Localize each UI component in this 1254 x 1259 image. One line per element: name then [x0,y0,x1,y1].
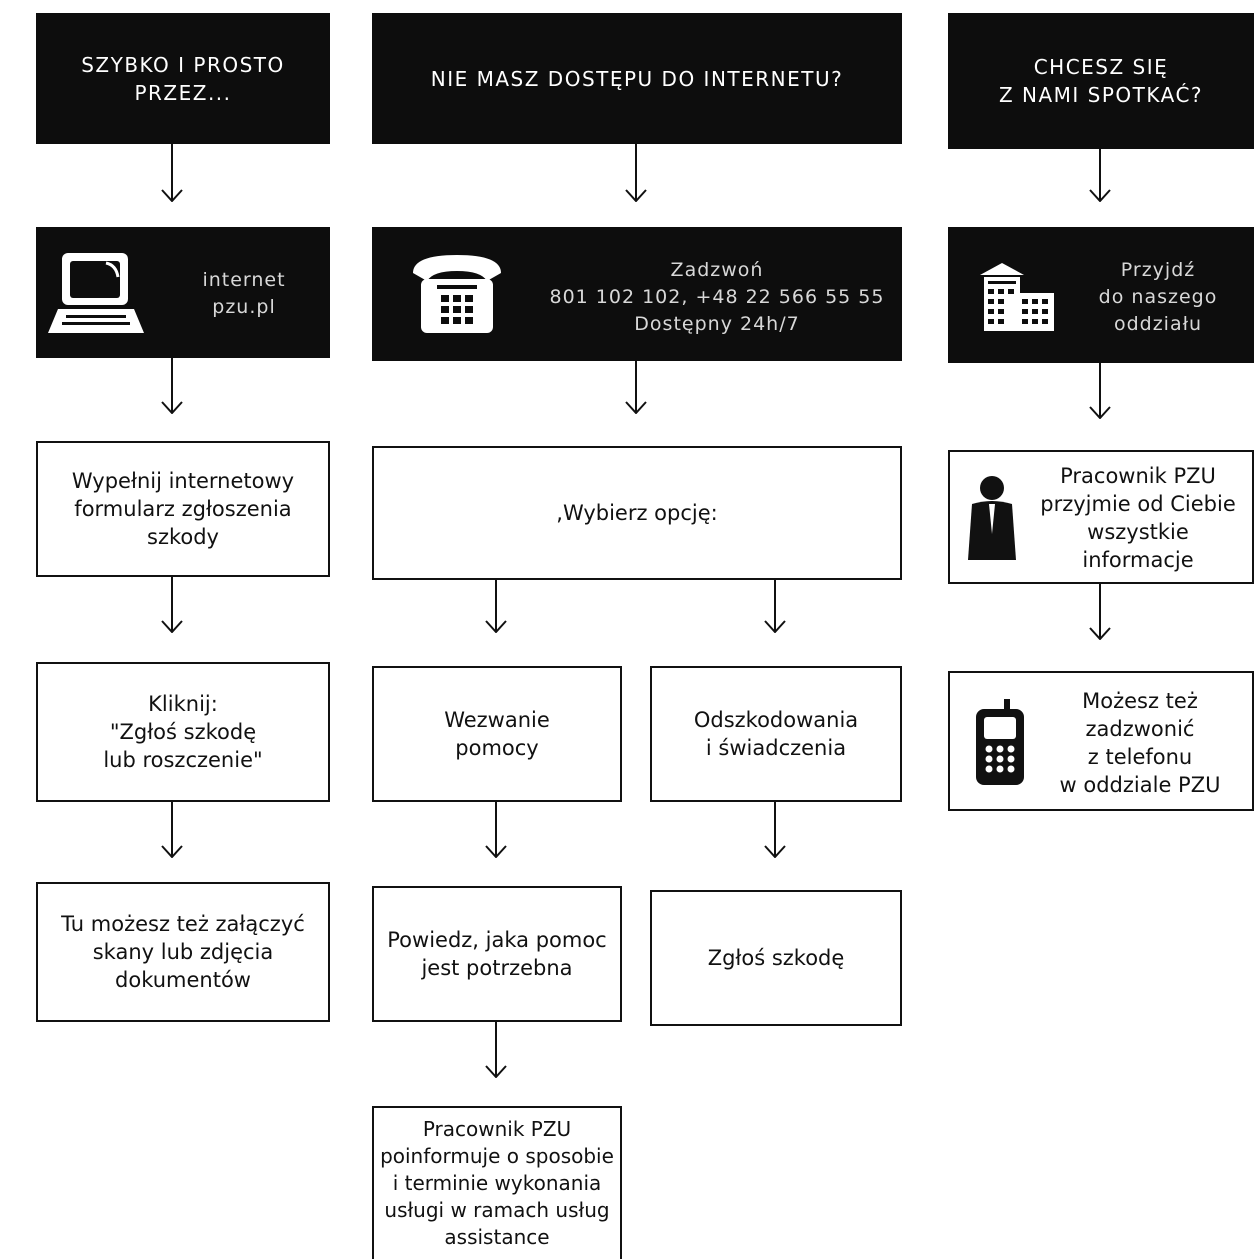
telephone-icon [413,255,501,333]
col2-channel: Zadzwoń 801 102 102, +48 22 566 55 55 Dost… [372,227,902,361]
col3-step1: Pracownik PZU przyjmie od Ciebie wszystkie… [948,450,1254,584]
col2-branch-right: Odszkodowania i świadczenia [650,666,902,802]
text-line: Tu możesz też załączyć [61,912,305,936]
text-line: Pracownik PZU [422,1117,572,1141]
arrow-down [763,802,787,858]
col3-channel: Przyjdź do naszego oddziału [948,227,1254,363]
text-line: lub roszczenie" [103,748,263,772]
col3-channel-text: Przyjdź do naszego oddziału [1088,257,1228,338]
text-line: NIE MASZ DOSTĘPU DO INTERNETU? [430,66,844,91]
arrow-down [484,580,508,633]
col2-header: NIE MASZ DOSTĘPU DO INTERNETU? [372,13,902,144]
col1-channel: internet pzu.pl [36,227,330,358]
text-line: przyjmie od Ciebie [1040,492,1236,516]
text-line: ,Wybierz opcję: [556,501,718,525]
arrow-down [484,1022,508,1078]
arrow-down [763,580,787,633]
text-line: i świadczenia [705,736,847,760]
text-line: skany lub zdjęcia [92,940,274,964]
text-line: usługi w ramach usług [384,1198,610,1222]
col1-channel-text: internet pzu.pl [174,267,314,321]
person-icon [968,476,1016,560]
text-line: poinformuje o sposobie [380,1144,614,1168]
col2-step1-text: ,Wybierz opcję: [556,499,717,527]
mobile-phone-icon [976,699,1024,785]
col1-step2-text: Kliknij: "Zgłoś szkodę lub roszczenie" [103,690,262,774]
col1-step1: Wypełnij internetowy formularz zgłoszenia… [36,441,330,577]
col2-branch-left-text: Wezwanie pomocy [444,706,550,762]
col2-branch-left: Wezwanie pomocy [372,666,622,802]
text-line: Odszkodowania [693,708,859,732]
arrow-down [160,144,184,202]
text-line: wszystkie [1087,520,1189,544]
col2-left-step3-text: Pracownik PZU poinformuje o sposobie i ter… [380,1116,614,1251]
text-line: Dostępny 24h/7 [634,313,800,335]
text-line: Możesz też [1082,689,1198,713]
col3-step1-text: Pracownik PZU przyjmie od Ciebie wszystkie… [1028,462,1248,574]
col3-step2-text: Możesz też zadzwonić z telefonu w oddziale … [1032,687,1248,799]
text-line: informacje [1082,548,1194,572]
text-line: 801 102 102, +48 22 566 55 55 [549,286,885,308]
text-line: CHCESZ SIĘ [1033,55,1169,79]
col2-right-step2: Zgłoś szkodę [650,890,902,1026]
arrow-down [1088,584,1112,640]
text-line: pomocy [455,736,539,760]
text-line: Wypełnij internetowy [71,469,295,493]
text-line: Zadzwoń [670,259,764,281]
arrow-down [1088,363,1112,419]
col1-step3: Tu możesz też załączyć skany lub zdjęcia d… [36,882,330,1022]
col3-header-text: CHCESZ SIĘ Z NAMI SPOTKAĆ? [999,53,1203,109]
col3-header: CHCESZ SIĘ Z NAMI SPOTKAĆ? [948,13,1254,149]
arrow-down [624,361,648,414]
text-line: szkody [147,525,219,549]
text-line: formularz zgłoszenia [74,497,292,521]
arrow-down [160,358,184,414]
arrow-down [1088,149,1112,202]
arrow-down [484,802,508,858]
col1-header: SZYBKO I PROSTO PRZEZ... [36,13,330,144]
text-line: Pracownik PZU [1060,464,1216,488]
col2-left-step3: Pracownik PZU poinformuje o sposobie i ter… [372,1106,622,1259]
text-line: Wezwanie [444,708,550,732]
text-line: internet [202,269,286,291]
building-icon [980,263,1054,331]
arrow-down [160,577,184,633]
col3-step2: Możesz też zadzwonić z telefonu w oddziale … [948,671,1254,811]
col2-right-step2-text: Zgłoś szkodę [708,944,845,972]
col1-header-text: SZYBKO I PROSTO PRZEZ... [81,51,285,107]
col2-left-step2-text: Powiedz, jaka pomoc jest potrzebna [387,926,606,982]
col2-header-text: NIE MASZ DOSTĘPU DO INTERNETU? [431,65,843,93]
text-line: assistance [444,1225,550,1249]
text-line: do naszego [1098,286,1218,308]
text-line: Przyjdź [1120,259,1196,281]
text-line: jest potrzebna [421,956,573,980]
col2-branch-right-text: Odszkodowania i świadczenia [694,706,858,762]
col1-step1-text: Wypełnij internetowy formularz zgłoszenia… [72,467,294,551]
text-line: "Zgłoś szkodę [109,720,257,744]
text-line: Powiedz, jaka pomoc [387,928,607,952]
laptop-icon [48,253,144,333]
text-line: Z NAMI SPOTKAĆ? [998,83,1204,107]
col2-step1: ,Wybierz opcję: [372,446,902,580]
col1-step3-text: Tu możesz też załączyć skany lub zdjęcia d… [61,910,305,994]
text-line: oddziału [1113,313,1203,335]
text-line: PRZEZ... [134,80,232,105]
text-line: w oddziale PZU [1059,773,1221,797]
text-line: Kliknij: [148,692,218,716]
arrow-down [160,802,184,858]
text-line: dokumentów [115,968,251,992]
col2-channel-text: Zadzwoń 801 102 102, +48 22 566 55 55 Dost… [542,257,892,338]
arrow-down [624,144,648,202]
text-line: zadzwonić [1085,717,1195,741]
text-line: SZYBKO I PROSTO [81,52,285,77]
text-line: z telefonu [1087,745,1193,769]
text-line: i terminie wykonania [392,1171,602,1195]
text-line: Zgłoś szkodę [707,946,845,970]
col1-step2: Kliknij: "Zgłoś szkodę lub roszczenie" [36,662,330,802]
text-line: pzu.pl [212,296,276,318]
col2-left-step2: Powiedz, jaka pomoc jest potrzebna [372,886,622,1022]
